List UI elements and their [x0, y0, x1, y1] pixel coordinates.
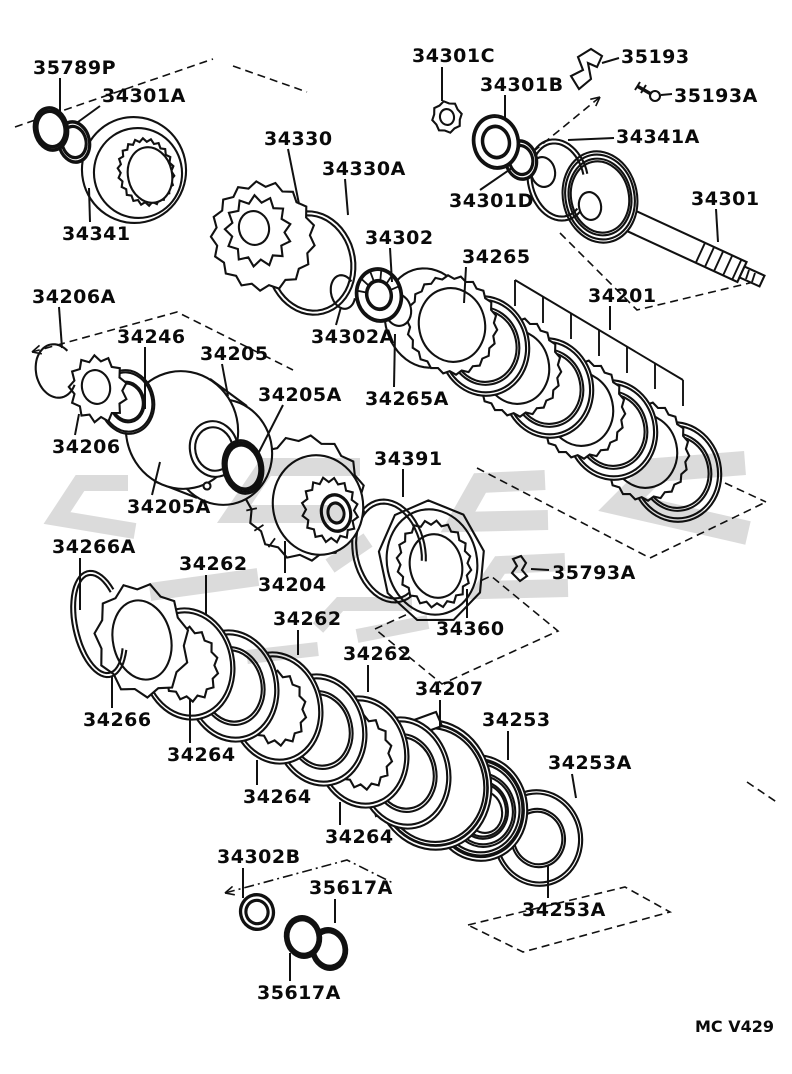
part-number-label: 34391 [374, 448, 443, 470]
watermark-shape [598, 451, 751, 545]
watermark-shape [325, 533, 373, 573]
dashed-assembly-line [559, 232, 759, 311]
part-number-label: 34207 [415, 678, 484, 700]
part-number-label: 34204 [258, 574, 327, 596]
dashed-assembly-line [746, 781, 779, 804]
part-number-label: 35789P [33, 57, 116, 79]
watermark-shape [43, 475, 137, 539]
label-leader-line [660, 93, 673, 96]
part-number-label: 34266A [52, 536, 136, 558]
part-number-label: 34301C [412, 45, 495, 67]
watermark-shape [355, 615, 430, 643]
part-number-label: 34301A [102, 85, 186, 107]
part-number-label: 34262 [179, 553, 248, 575]
label-leader-line [567, 137, 615, 141]
label-leader-line [58, 306, 63, 349]
label-leader-line [601, 57, 620, 64]
part-number-label: 34301 [691, 188, 760, 210]
dashed-assembly-line [232, 65, 308, 93]
part-number-label: 34253A [522, 899, 606, 921]
part-number-label: 34360 [436, 618, 505, 640]
part-number-label: 34341 [62, 223, 131, 245]
part-number-label: 34206 [52, 436, 121, 458]
part-number-label: 34262 [343, 643, 412, 665]
part-number-label: 34301B [480, 74, 564, 96]
part-number-label: 34264 [243, 786, 312, 808]
part-number-label: 34253A [548, 752, 632, 774]
label-leader-line [151, 461, 161, 496]
part-number-label: 34330 [264, 128, 333, 150]
part-number-label: 34302B [217, 846, 301, 868]
part-number-label: 34264 [325, 826, 394, 848]
dashed-assembly-line [31, 311, 294, 371]
label-leader-line [344, 178, 349, 216]
part-number-label: 34246 [117, 326, 186, 348]
part-number-label: 34264 [167, 744, 236, 766]
part-number-label: 34205A [258, 384, 342, 406]
part-number-label: 34205A [127, 496, 211, 518]
part-number-label: 34302 [365, 227, 434, 249]
label-leader-line [335, 306, 342, 326]
dashed-assembly-line [224, 859, 394, 894]
part-number-label: 34265 [462, 246, 531, 268]
label-leader-line [463, 266, 467, 304]
part-number-label: 35793A [552, 562, 636, 584]
part-number-label: 34265A [365, 388, 449, 410]
part-number-label: 35617A [257, 982, 341, 1004]
part-number-label: 34206A [32, 286, 116, 308]
part-number-label: 35193 [621, 46, 690, 68]
part-number-label: 34301D [449, 190, 534, 212]
dashed-assembly-line [467, 886, 673, 953]
label-leader-line [393, 333, 396, 388]
label-leader-line [287, 148, 300, 205]
watermark-shape [246, 642, 319, 664]
part-number-label: 34253 [482, 709, 551, 731]
plate-code: MC V429 [695, 1017, 774, 1036]
watermark-shape [312, 597, 412, 633]
label-leader-line [571, 773, 577, 799]
dashed-assembly-line [649, 501, 767, 559]
part-number-label: 35617A [309, 877, 393, 899]
dashed-assembly-line [724, 482, 767, 503]
label-leader-line [258, 404, 284, 453]
label-leader-line [77, 105, 101, 123]
dashed-assembly-line [14, 58, 214, 128]
part-number-label: 34266 [83, 709, 152, 731]
part-number-label: 34330A [322, 158, 406, 180]
watermark-shape [465, 553, 569, 600]
label-leader-line [389, 247, 393, 283]
label-leader-line [221, 363, 229, 397]
label-leader-line [479, 167, 513, 191]
watermark-logo [43, 451, 751, 664]
part-number-label: 34201 [588, 285, 657, 307]
watermark-shape [148, 568, 260, 601]
part-number-label: 34341A [616, 126, 700, 148]
part-number-label: 35193A [674, 85, 758, 107]
label-leader-line [88, 187, 91, 223]
part-number-label: 34205 [200, 343, 269, 365]
part-number-label: 34302A [311, 326, 395, 348]
watermark-shape [216, 458, 360, 523]
part-labels: 35789P 34301A 34341 34330 34330A 34301C 34301B… [32, 45, 774, 1036]
label-leader-line [74, 413, 80, 436]
watermark-shape [440, 470, 549, 533]
label-leader-line [715, 208, 719, 243]
leader-lines [58, 57, 719, 981]
